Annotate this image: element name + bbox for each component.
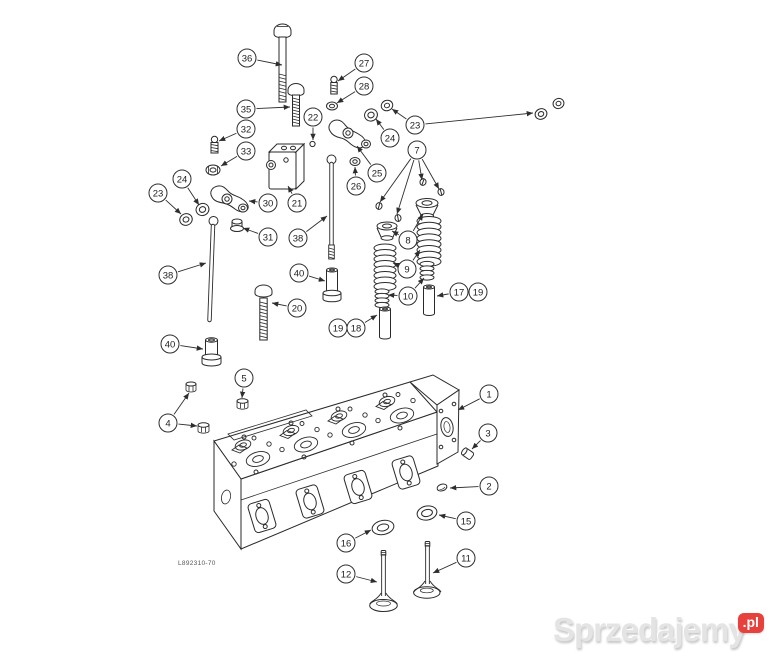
washer-far-right-a-art <box>534 108 548 120</box>
callout-19: 19 <box>468 282 488 302</box>
callout-40: 40 <box>289 263 309 283</box>
callout-22: 22 <box>303 107 323 127</box>
nut-33-art <box>205 164 221 176</box>
callout-11: 11 <box>456 548 476 568</box>
tappet-40-left-art <box>201 337 222 367</box>
watermark: Sprzedajemy.pl <box>553 611 770 649</box>
valve-guide-17-art <box>423 284 435 316</box>
callout-18: 18 <box>346 318 366 338</box>
callout-33: 33 <box>236 141 256 161</box>
callout-16: 16 <box>336 533 356 553</box>
callout-4: 4 <box>158 413 178 433</box>
plug-3-art <box>460 447 475 460</box>
callout-38: 38 <box>288 228 308 248</box>
callout-23: 23 <box>148 183 168 203</box>
plug-4b-art <box>197 422 210 434</box>
callout-20: 20 <box>287 298 307 318</box>
bracket-21-art <box>266 142 306 191</box>
ball-22-art <box>309 140 316 148</box>
rocker-arm-30-art <box>210 185 249 213</box>
callout-35: 35 <box>236 99 256 119</box>
watermark-badge: .pl <box>737 613 764 633</box>
rocker-arm-25-art <box>328 119 371 149</box>
valve-spring-9-left-art <box>373 243 397 291</box>
inner-spring-10-right-art <box>419 260 435 281</box>
callout-32: 32 <box>236 119 256 139</box>
valve-12-art <box>369 550 398 612</box>
valve-11-art <box>413 541 442 599</box>
inner-spring-10-left-art <box>374 288 390 309</box>
callout-8: 8 <box>398 230 418 250</box>
push-rod-38-left-art <box>207 216 219 323</box>
valve-spring-9-right-art <box>416 216 442 267</box>
retainer-8-right-art <box>415 198 439 219</box>
nut-31-art <box>230 218 244 232</box>
callout-27: 27 <box>354 53 374 73</box>
washer-24-left-art <box>195 202 210 217</box>
callout-15: 15 <box>456 511 476 531</box>
callout-24: 24 <box>380 128 400 148</box>
callout-19: 19 <box>328 318 348 338</box>
watermark-text: Sprzedajemy <box>553 611 747 648</box>
callout-40: 40 <box>160 334 180 354</box>
washer-16-art <box>371 519 395 536</box>
washer-far-right-b-art <box>552 97 565 110</box>
callout-21: 21 <box>287 193 307 213</box>
figure-code: L892310-70 <box>178 560 216 567</box>
callout-28: 28 <box>354 76 374 96</box>
tappet-40-right-art <box>322 267 342 303</box>
callout-5: 5 <box>234 368 254 388</box>
callout-30: 30 <box>258 193 278 213</box>
nut-26-art <box>349 157 361 166</box>
bolt-20-art <box>254 284 273 341</box>
callout-7: 7 <box>407 140 427 160</box>
callout-17: 17 <box>449 282 469 302</box>
callout-23: 23 <box>405 115 425 135</box>
callout-1: 1 <box>479 384 499 404</box>
washer-23-left-art <box>179 213 193 226</box>
callout-25: 25 <box>367 163 387 183</box>
screw-27-art <box>330 75 338 95</box>
bolt-36-art <box>273 23 292 103</box>
callout-24: 24 <box>172 169 192 189</box>
plug-5-art <box>236 398 249 410</box>
cylinder-head-art <box>213 374 460 551</box>
callout-9: 9 <box>397 259 417 279</box>
callout-12: 12 <box>336 564 356 584</box>
callout-26: 26 <box>346 176 366 196</box>
nut-28-art <box>326 101 338 111</box>
callout-36: 36 <box>237 48 257 68</box>
callout-31: 31 <box>258 227 278 247</box>
callout-38: 38 <box>158 265 178 285</box>
leader-lines <box>165 59 534 584</box>
washer-24-right-art <box>364 108 378 122</box>
screw-32-art <box>210 135 219 154</box>
retainer-23-right-art <box>380 99 394 112</box>
push-rod-38-right-art <box>326 154 337 260</box>
bolt-35-art <box>287 83 305 127</box>
retainer-8-left-art <box>376 221 398 241</box>
seal-ring-15-art <box>416 505 438 521</box>
plug-4a-art <box>185 381 197 393</box>
callout-2: 2 <box>479 476 499 496</box>
callout-3: 3 <box>478 423 498 443</box>
valve-guide-18-art <box>379 306 391 340</box>
plug-2-art <box>436 483 448 492</box>
callout-10: 10 <box>398 286 418 306</box>
